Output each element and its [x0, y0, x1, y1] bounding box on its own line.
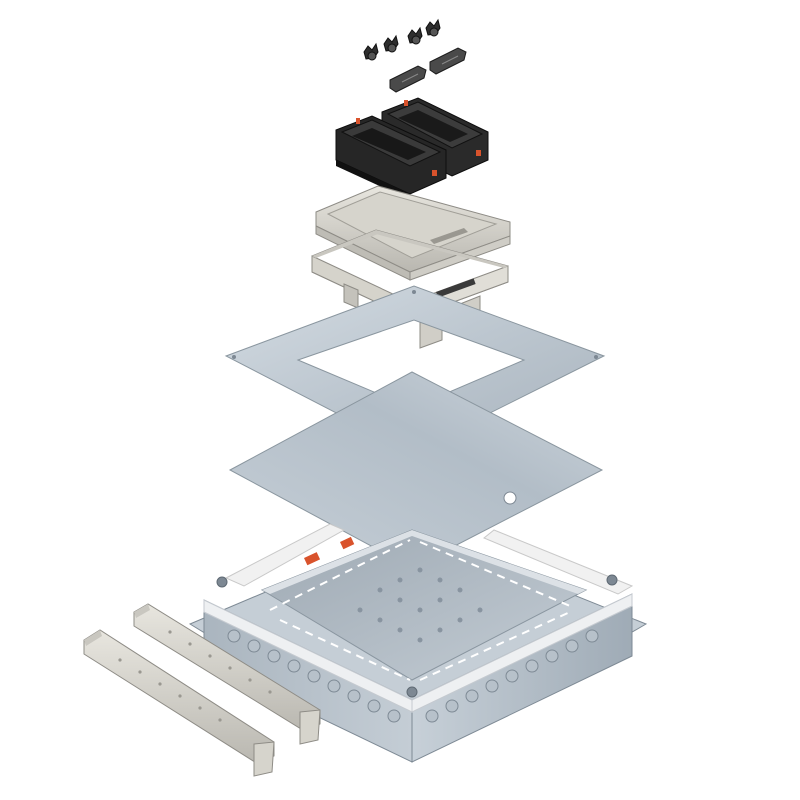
cable-gland-1	[363, 42, 379, 61]
device-inserts	[335, 97, 489, 200]
blank-plate-cable-hole	[503, 491, 517, 505]
cover-frame-latch	[430, 228, 468, 244]
partition-clip	[340, 536, 355, 550]
knockouts-right	[425, 629, 599, 723]
galvanized-blank-plate	[228, 371, 604, 569]
corner-screws	[216, 574, 618, 698]
stainless-cover-frame	[315, 185, 511, 281]
knockouts-left	[227, 629, 401, 723]
adjustment-rails	[83, 603, 321, 777]
cable-gland-4	[425, 18, 441, 37]
cable-gland-3	[407, 26, 423, 45]
floor-perforations	[357, 567, 483, 643]
cable-glands	[363, 18, 441, 61]
cover-clips	[389, 47, 467, 93]
underfloor-box	[188, 523, 648, 763]
partition-clip	[304, 552, 321, 566]
adjustment-rail-front	[83, 629, 275, 777]
device-insert-rear	[381, 97, 489, 177]
cable-gland-2	[383, 34, 399, 53]
adjustment-rail-rear	[133, 603, 321, 745]
